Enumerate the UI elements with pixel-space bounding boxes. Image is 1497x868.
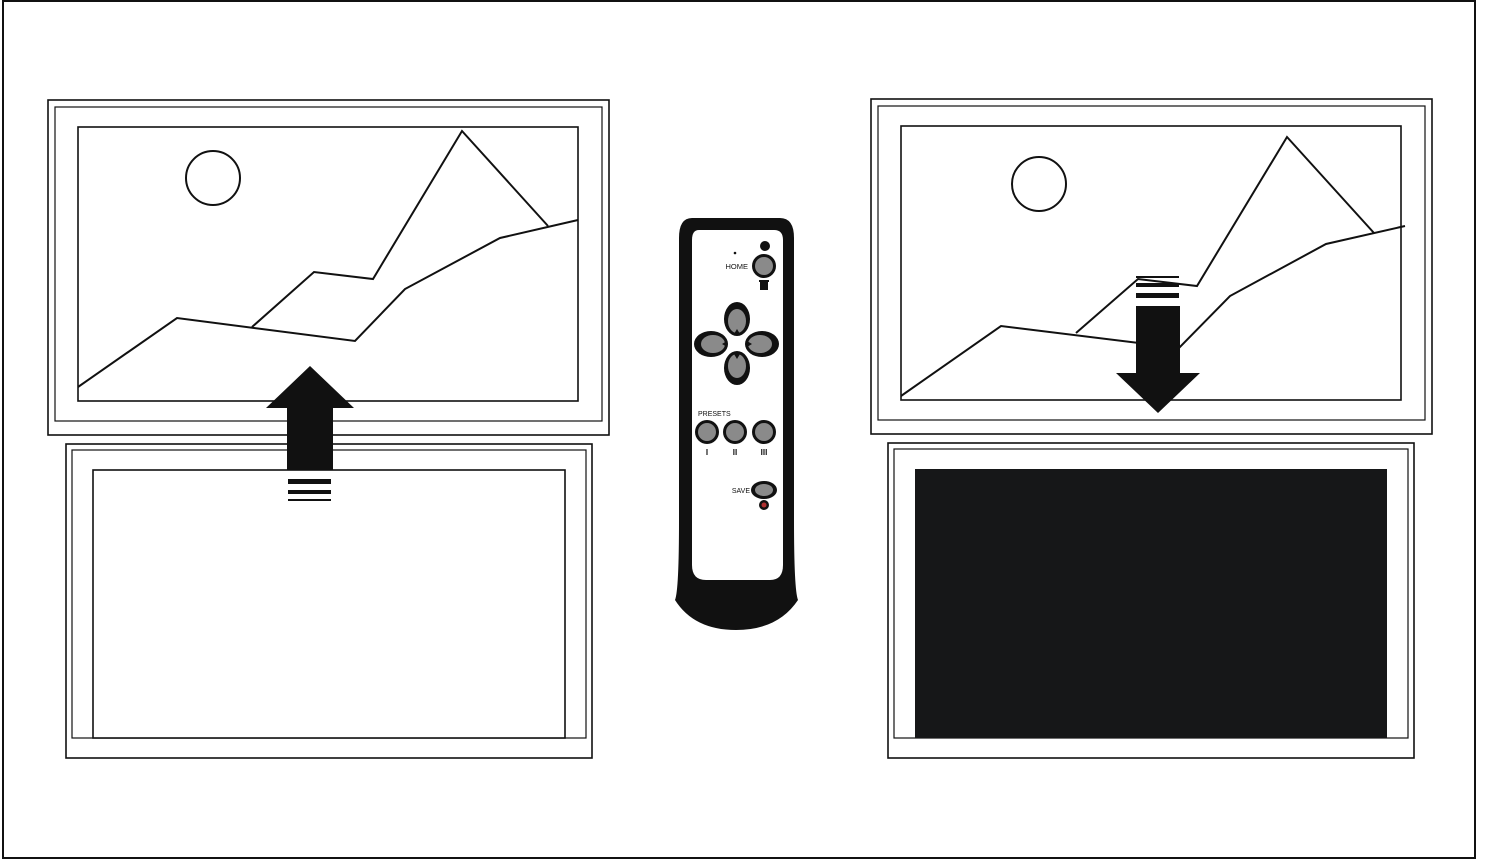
home-label: HOME — [726, 262, 749, 271]
arrow-down-icon — [1116, 276, 1200, 413]
right-upper-screen — [870, 98, 1433, 435]
presets-label: PRESETS — [698, 411, 731, 418]
preset-label-3: III — [761, 448, 768, 457]
remote-face — [692, 230, 783, 580]
preset-label-2: II — [733, 448, 737, 457]
save-label: SAVE — [732, 488, 750, 495]
dpad-down-button[interactable] — [724, 351, 750, 385]
sun-icon — [185, 150, 241, 206]
preset-button-2[interactable] — [723, 420, 747, 444]
preset-button-1[interactable] — [695, 420, 719, 444]
left-lower-screen — [65, 443, 593, 759]
dpad-up-button[interactable] — [724, 302, 750, 336]
dpad-right-button[interactable] — [745, 331, 779, 357]
sun-icon — [1011, 156, 1067, 212]
trash-icon — [759, 280, 769, 290]
save-button[interactable] — [751, 481, 777, 499]
dpad — [694, 302, 779, 385]
outer-border — [2, 0, 1476, 859]
arrow-up-small-icon — [734, 329, 740, 334]
home-button[interactable] — [752, 254, 776, 278]
record-icon — [759, 500, 769, 510]
arrow-down-small-icon — [734, 354, 740, 359]
arrow-right-small-icon — [747, 341, 752, 347]
power-button[interactable] — [760, 241, 770, 251]
preset-button-3[interactable] — [752, 420, 776, 444]
right-lower-screen — [887, 442, 1415, 759]
arrow-left-small-icon — [722, 341, 727, 347]
blank-black-display — [915, 469, 1387, 738]
landscape-picture-icon — [900, 135, 1406, 397]
arrow-up-icon — [266, 366, 354, 501]
dpad-left-button[interactable] — [694, 331, 728, 357]
preset-label-1: I — [706, 448, 708, 457]
remote-control: HOME — [675, 218, 798, 630]
indicator-dot — [733, 251, 737, 255]
landscape-picture-icon — [77, 129, 579, 388]
